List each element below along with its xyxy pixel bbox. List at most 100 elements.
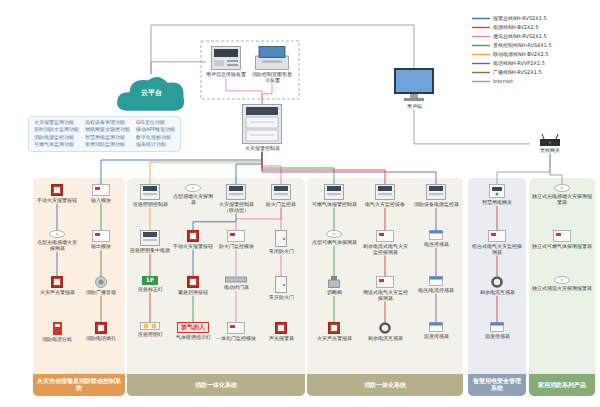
device-node: 火灾报警控制器（联动型） bbox=[215, 184, 257, 214]
white-symbol bbox=[376, 276, 394, 288]
sensor-symbol bbox=[429, 322, 443, 332]
device-icon bbox=[187, 230, 199, 242]
device-icon bbox=[429, 322, 443, 332]
device-node: 声光报警器 bbox=[260, 322, 302, 342]
connector bbox=[101, 152, 262, 184]
connector bbox=[193, 250, 194, 276]
icon-part bbox=[378, 193, 392, 195]
device-icon bbox=[211, 46, 241, 70]
icon-part bbox=[561, 279, 564, 282]
icon-part bbox=[190, 279, 196, 285]
connector bbox=[150, 152, 262, 184]
icon-part bbox=[561, 187, 564, 190]
device-node: 剩余电流互感器 bbox=[361, 322, 409, 342]
icon-part bbox=[496, 193, 499, 196]
legend-text: Internet bbox=[493, 79, 513, 85]
icon-part bbox=[396, 70, 432, 92]
device-label: 常开防火门 bbox=[260, 295, 302, 301]
icon-part bbox=[98, 325, 104, 331]
connector bbox=[497, 256, 498, 277]
device-label: 独立式感温火灾探测报警器 bbox=[532, 286, 592, 292]
device-label: 输入模块 bbox=[80, 198, 122, 204]
device-label: 点型感烟火灾探测器 bbox=[172, 194, 214, 206]
icon-part bbox=[327, 231, 342, 238]
device-label: 消防控制室图形显示装置 bbox=[250, 72, 294, 84]
icon-part bbox=[377, 231, 394, 242]
icon-part bbox=[283, 238, 285, 240]
connector bbox=[436, 208, 437, 230]
connector bbox=[236, 291, 237, 322]
icon-part bbox=[489, 231, 506, 242]
icon-part bbox=[56, 233, 59, 236]
device-icon bbox=[376, 230, 394, 242]
icon-part bbox=[549, 142, 551, 144]
device-label: 电气火灾监控设备 bbox=[361, 202, 409, 208]
panel-title: 智慧用电安全管理系统 bbox=[471, 378, 523, 392]
device-node: 消防电话插孔 bbox=[80, 322, 122, 342]
device-icon bbox=[429, 276, 443, 286]
device-node: 常闭防火门 bbox=[260, 230, 302, 255]
icon-part bbox=[276, 231, 287, 247]
device-node: 消防广播音箱 bbox=[80, 276, 122, 296]
device-label: 消防电话插孔 bbox=[80, 336, 122, 342]
icon-part bbox=[555, 277, 570, 284]
icon-part bbox=[329, 280, 340, 288]
legend-text: 电话线NH-RVVP2X1.5 bbox=[493, 61, 545, 67]
ct-symbol bbox=[491, 276, 503, 288]
red-symbol bbox=[187, 230, 199, 242]
white-symbol bbox=[553, 230, 571, 242]
device-icon bbox=[328, 322, 340, 334]
icon-part bbox=[143, 232, 157, 237]
device-icon bbox=[242, 104, 282, 144]
connector bbox=[151, 25, 414, 74]
icon-part bbox=[246, 117, 278, 128]
device-node: 常开防火门 bbox=[260, 276, 302, 301]
icon-part bbox=[188, 231, 199, 242]
lamp-symbol bbox=[140, 322, 160, 330]
icon-part bbox=[430, 277, 443, 280]
connector bbox=[436, 248, 437, 276]
panel-band: 家用消防系列产品 bbox=[529, 374, 595, 396]
device-label: 独立式光电感烟火灾探测报警器 bbox=[532, 194, 592, 206]
device-icon bbox=[140, 230, 160, 246]
sensor-symbol bbox=[429, 230, 443, 240]
icon-part bbox=[228, 231, 245, 242]
device-node: 应急照明控制器 bbox=[129, 184, 171, 208]
connector bbox=[550, 154, 562, 184]
legend-line bbox=[472, 72, 490, 73]
legend-swatch bbox=[472, 52, 490, 57]
device-label: 测温式电气火灾监控探测器 bbox=[361, 290, 409, 302]
icon-part bbox=[95, 233, 100, 236]
sensor-symbol bbox=[490, 322, 504, 332]
connector bbox=[101, 296, 102, 322]
door-symbol bbox=[275, 276, 287, 293]
panel-band: 智慧用电安全管理系统 bbox=[468, 374, 526, 396]
icon-part bbox=[274, 186, 288, 191]
device-label: 可燃气体报警控制器 bbox=[310, 202, 358, 208]
device-label: 电压/电流传感器 bbox=[412, 288, 460, 294]
connector bbox=[101, 250, 102, 276]
device-node: 电压/电流传感器 bbox=[412, 276, 460, 294]
icon-part bbox=[430, 277, 443, 286]
device-icon bbox=[95, 276, 107, 288]
legend-row: 报警总线NH-RVS2X1.5 bbox=[472, 14, 552, 23]
icon-part bbox=[230, 233, 235, 236]
device-node: 一体化门监控模块 bbox=[215, 322, 257, 342]
sign-text: 放气勿入 bbox=[181, 324, 205, 331]
router-symbol bbox=[538, 134, 562, 146]
white-symbol bbox=[227, 322, 245, 334]
panel-title: 家用消防系列产品 bbox=[538, 382, 586, 389]
connector bbox=[226, 78, 262, 104]
gateway-symbol bbox=[489, 184, 505, 198]
connector bbox=[385, 208, 386, 230]
icon-part bbox=[214, 49, 238, 57]
legend-swatch bbox=[472, 16, 490, 21]
icon-part bbox=[410, 94, 418, 98]
icon-part bbox=[376, 185, 395, 200]
device-label: 消防设备电源监控器 bbox=[412, 202, 460, 208]
device-icon bbox=[554, 276, 570, 284]
legend-swatch bbox=[472, 79, 490, 84]
legend-text: 直线控制线NH-RVS4X1.5 bbox=[493, 43, 552, 49]
device-label: 火灾报警控制器 bbox=[232, 146, 292, 152]
display-symbol bbox=[255, 46, 289, 70]
